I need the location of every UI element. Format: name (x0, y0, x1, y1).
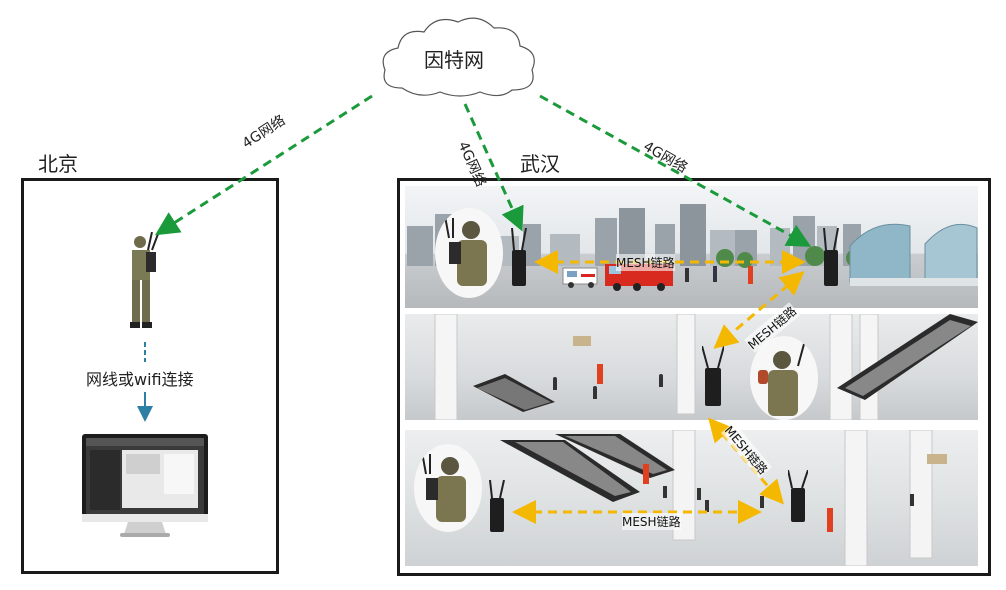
label-wired-connection: 网线或wifi连接 (86, 370, 194, 389)
glass-station (849, 223, 978, 286)
link-4g-to-wuhan-left (463, 103, 524, 232)
monitor (82, 434, 208, 538)
internet-label: 因特网 (424, 48, 484, 72)
escalator-left (473, 374, 555, 412)
wuhan-frame (397, 178, 991, 576)
link-mesh-diag-top (713, 271, 805, 349)
label-mesh-top: MESH链路 (616, 254, 675, 271)
columns (434, 314, 879, 420)
mall-floor-scene (405, 314, 978, 420)
wall-sign (927, 454, 947, 464)
escalator-right (837, 314, 978, 400)
radio-device-bottom-right (787, 469, 809, 524)
radio-device-top-right (822, 227, 840, 288)
wall-sign (573, 336, 591, 346)
firefighter (643, 464, 649, 484)
firefighter (597, 364, 603, 384)
link-4g-to-beijing (154, 94, 373, 236)
radio-device-bottom-left (488, 479, 506, 534)
soldier-portrait-middle (750, 336, 818, 420)
wuhan-label: 武汉 (520, 152, 560, 176)
radio-device-top-left (510, 227, 528, 288)
soldier-beijing (122, 231, 162, 332)
soldier-portrait-bottom (414, 444, 482, 532)
link-4g-to-wuhan-right (539, 94, 812, 247)
beijing-label: 北京 (38, 152, 78, 176)
beijing-frame (21, 178, 279, 574)
soldier-portrait-top (435, 208, 503, 298)
firefighter (827, 508, 833, 532)
radio-device-middle (701, 345, 725, 408)
internet-cloud-icon (382, 17, 535, 97)
label-mesh-bottom: MESH链路 (622, 513, 681, 530)
